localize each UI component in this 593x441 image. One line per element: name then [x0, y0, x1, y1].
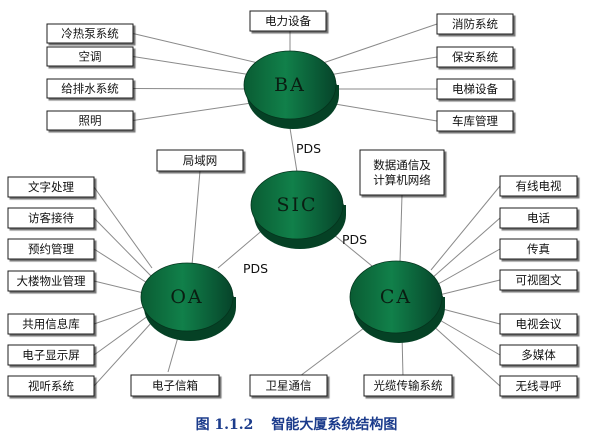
ba-node-left-label: 给排水系统 [61, 82, 119, 96]
ca-node-right-label: 电视会议 [516, 317, 562, 331]
ca-node-top-label: 计算机网络 [373, 173, 431, 187]
figure-number: 图 1.1.2 [195, 417, 254, 433]
ca-bottom-left-connector [299, 321, 373, 377]
ba-node-left: 照明 [46, 110, 134, 131]
oa-node-left-label: 访客接待 [28, 211, 74, 225]
ba-node-left: 空调 [46, 46, 134, 67]
oa-node-top-label: 局域网 [183, 154, 218, 168]
hub-ca: CA [349, 260, 445, 343]
oa-left-connector [93, 312, 153, 356]
ba-node-right-label: 车库管理 [452, 114, 498, 128]
pds-label-sic-oa: PDS [243, 261, 268, 276]
ca-node-right-label: 电话 [527, 211, 550, 225]
ba-node-right: 电梯设备 [436, 78, 514, 100]
ca-right-connector [430, 248, 501, 289]
oa-node-left: 共用信息库 [7, 313, 95, 335]
pds-label-ba-sic: PDS [296, 141, 321, 156]
oa-node-left: 电子显示屏 [7, 344, 95, 366]
ba-right-connector [322, 56, 438, 77]
figure-title: 智能大厦系统结构图 [271, 417, 398, 433]
ca-node-right-label: 有线电视 [516, 179, 562, 193]
ca-node-right-label: 传真 [527, 242, 550, 256]
ba-left-connector [132, 88, 259, 90]
oa-left-connector [93, 248, 153, 287]
ba-node-right: 车库管理 [436, 110, 514, 132]
hub-oa-label: OA [170, 286, 203, 308]
ca-node-bottom: 光缆传输系统 [363, 374, 453, 397]
ca-node-right-label: 多媒体 [521, 348, 556, 362]
ba-node-right: 保安系统 [436, 46, 514, 68]
ca-node-right-label: 无线寻呼 [516, 379, 562, 393]
hub-ca-label: CA [380, 286, 412, 308]
ca-node-right: 传真 [499, 238, 578, 260]
oa-node-top: 局域网 [156, 149, 244, 172]
oa-left-connector [93, 303, 153, 325]
oa-top-connector [191, 170, 201, 266]
oa-node-left-label: 预约管理 [28, 242, 74, 256]
ba-left-connector [132, 101, 259, 121]
oa-node-left: 预约管理 [7, 238, 95, 260]
oa-left-connector [93, 217, 153, 278]
ca-right-connector [430, 314, 501, 356]
oa-left-connector [93, 186, 153, 269]
ca-node-bottom-left-label: 卫星通信 [266, 379, 312, 393]
hub-oa: OA [140, 262, 236, 341]
link-sic-oa [217, 227, 266, 269]
ca-node-right-label: 可视图文 [516, 273, 562, 287]
hub-cylinders: BA SIC OA CA [140, 50, 445, 343]
ba-node-right-label: 保安系统 [452, 50, 498, 64]
ca-node-top-label: 数据通信及 [373, 158, 431, 172]
link-ba-sic [289, 127, 298, 173]
ca-node-bottom-left: 卫星通信 [249, 374, 328, 397]
oa-node-left: 大楼物业管理 [7, 270, 95, 292]
hub-ba-label: BA [274, 74, 306, 96]
ba-node-left: 冷热泵系统 [46, 23, 134, 44]
ca-right-connector [430, 323, 501, 387]
oa-node-bottom: 电子信箱 [130, 374, 220, 397]
oa-node-left-label: 视听系统 [28, 379, 74, 393]
oa-node-left-label: 大楼物业管理 [17, 274, 86, 288]
ca-node-right: 电话 [499, 207, 578, 229]
ba-left-connector [132, 56, 259, 77]
hub-ba: BA [243, 50, 339, 129]
oa-node-left: 访客接待 [7, 207, 95, 229]
oa-node-left-label: 共用信息库 [22, 317, 80, 331]
ba-node-right-label: 消防系统 [452, 17, 498, 31]
ca-right-connector [430, 217, 501, 280]
oa-left-connector [93, 321, 153, 387]
ca-right-connector [430, 185, 501, 271]
pds-label-sic-ca: PDS [342, 232, 367, 247]
hub-sic-label: SIC [276, 194, 317, 216]
ba-node-left-label: 照明 [79, 114, 102, 128]
ba-node-left-label: 空调 [79, 50, 102, 64]
ba-node-top-label: 电力设备 [265, 14, 311, 28]
ba-node-top: 电力设备 [249, 10, 327, 32]
ba-right-connector [322, 101, 438, 122]
oa-node-left: 文字处理 [7, 176, 95, 198]
ca-node-right: 无线寻呼 [499, 375, 578, 397]
ba-node-left-label: 冷热泵系统 [61, 27, 119, 41]
ca-node-right: 可视图文 [499, 269, 578, 291]
ca-node-right: 多媒体 [499, 344, 578, 366]
ba-left-connector [132, 33, 259, 64]
ba-node-right: 消防系统 [436, 13, 514, 35]
ba-right-connector [322, 23, 438, 64]
oa-node-left: 视听系统 [7, 375, 95, 397]
ca-top-connector [399, 194, 403, 263]
ca-node-bottom-label: 光缆传输系统 [374, 379, 443, 393]
oa-node-left-label: 电子显示屏 [22, 348, 80, 362]
ba-node-right-label: 电梯设备 [452, 82, 498, 96]
ca-right-connector [430, 279, 501, 298]
oa-node-bottom-label: 电子信箱 [152, 379, 198, 393]
figure-caption: 图 1.1.2 智能大厦系统结构图 [0, 414, 593, 434]
oa-node-left-label: 文字处理 [28, 180, 74, 194]
ca-node-right: 有线电视 [499, 175, 578, 197]
ca-node-right: 电视会议 [499, 313, 578, 335]
ba-node-left: 给排水系统 [46, 78, 134, 99]
hub-sic: SIC [250, 170, 346, 249]
